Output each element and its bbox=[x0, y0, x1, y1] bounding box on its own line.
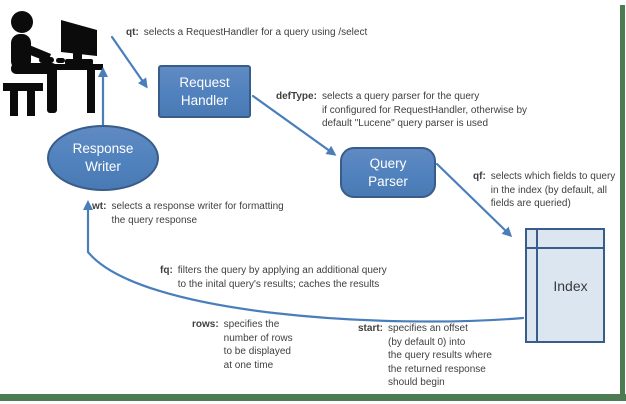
response-writer-label-line1: Response bbox=[72, 141, 134, 156]
fq-param-label: fq: bbox=[160, 265, 173, 276]
query-parser-label-line2: Parser bbox=[368, 173, 408, 189]
fq-text-line: filters the query by applying an additio… bbox=[177, 265, 387, 276]
qf-annotation: qf: selects which fields to query in the… bbox=[473, 170, 615, 211]
query-parser-label-line1: Query bbox=[369, 155, 407, 171]
start-text-line: the query results where bbox=[388, 350, 492, 361]
qf-param-label: qf: bbox=[473, 171, 486, 182]
index-node: Index bbox=[525, 228, 605, 343]
response-writer-node: Response Writer bbox=[47, 125, 159, 191]
rows-text-line: number of rows bbox=[223, 332, 293, 344]
wt-param-label: wt: bbox=[92, 201, 107, 212]
start-text-line: specifies an offset bbox=[388, 323, 468, 334]
response-writer-label-line2: Writer bbox=[85, 159, 121, 174]
qf-text-line: fields are queried) bbox=[490, 198, 571, 209]
request-handler-label-line1: Request bbox=[179, 74, 230, 90]
qt-annotation: qt: selects a RequestHandler for a query… bbox=[126, 26, 367, 40]
deftype-text-line: selects a query parser for the query bbox=[321, 91, 480, 102]
wt-text-line: selects a response writer for formatting bbox=[111, 201, 284, 212]
fq-text-line: to the inital query's results; caches th… bbox=[177, 278, 380, 290]
qf-text-line: selects which fields to query bbox=[490, 171, 616, 182]
deftype-text-line: default "Lucene" query parser is used bbox=[321, 118, 489, 129]
index-header-divider bbox=[527, 247, 603, 249]
start-param-label: start: bbox=[358, 323, 384, 334]
rows-param-label: rows: bbox=[192, 319, 219, 330]
index-label: Index bbox=[553, 277, 588, 294]
qt-arrow bbox=[110, 35, 148, 89]
qf-text-line: in the index (by default, all bbox=[490, 184, 607, 196]
rows-text-line: at one time bbox=[223, 359, 274, 371]
deftype-text-line: if configured for RequestHandler, otherw… bbox=[321, 104, 528, 116]
frame-bottom-border bbox=[0, 394, 626, 401]
person-at-computer-icon bbox=[3, 11, 103, 116]
start-text-line: should begin bbox=[388, 377, 445, 388]
rows-text-line: specifies the bbox=[223, 319, 280, 330]
start-text-line: the returned response bbox=[388, 363, 486, 375]
start-text-line: (by default 0) into bbox=[388, 336, 466, 348]
wt-text-line: the query response bbox=[111, 214, 198, 226]
deftype-annotation: defType: selects a query parser for the … bbox=[276, 90, 527, 131]
qt-param-label: qt: bbox=[126, 27, 139, 38]
frame-right-border bbox=[620, 5, 625, 401]
rows-annotation: rows: specifies the number of rows to be… bbox=[192, 318, 293, 372]
fq-annotation: fq: filters the query by applying an add… bbox=[160, 264, 387, 291]
request-handler-label-line2: Handler bbox=[180, 92, 229, 108]
wt-annotation: wt: selects a response writer for format… bbox=[92, 200, 284, 227]
index-column-divider bbox=[536, 230, 538, 341]
deftype-param-label: defType: bbox=[276, 91, 317, 102]
start-annotation: start: specifies an offset (by default 0… bbox=[358, 322, 492, 390]
qt-text-line: selects a RequestHandler for a query usi… bbox=[143, 27, 368, 38]
rows-text-line: to be displayed bbox=[223, 346, 291, 357]
query-parser-node: Query Parser bbox=[340, 147, 436, 198]
request-handler-node: Request Handler bbox=[158, 65, 251, 118]
